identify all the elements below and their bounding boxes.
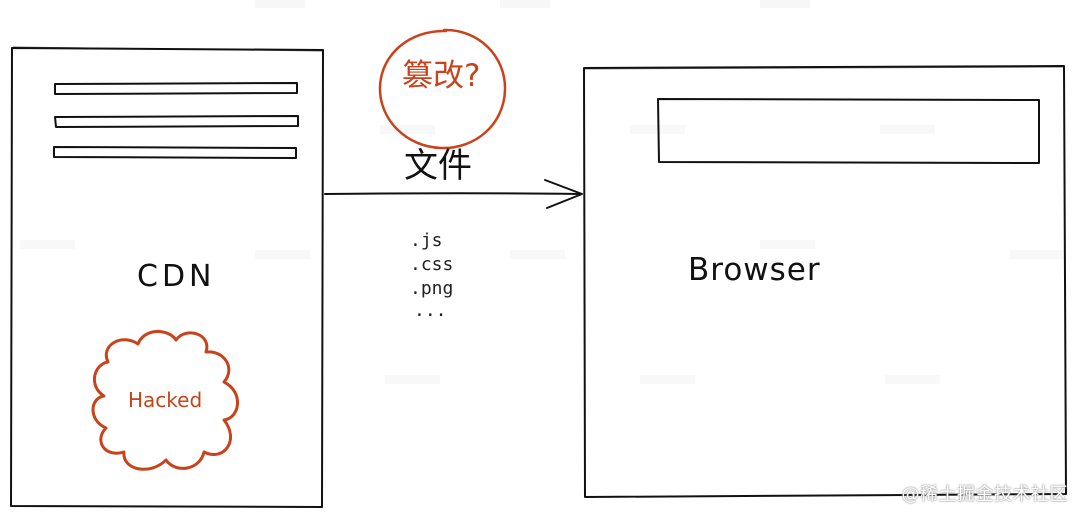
file-label: 文件: [404, 146, 472, 186]
file-type-png: .png: [410, 278, 453, 299]
tamper-label: 篡改?: [402, 58, 480, 94]
file-type-css: .css: [410, 254, 453, 275]
background-watermarks: [20, 0, 1065, 384]
browser-window: Browser: [583, 65, 1067, 498]
cdn-rack-slot-3: [53, 146, 297, 159]
cdn-rack-slot-1: [54, 82, 298, 95]
browser-label: Browser: [688, 252, 821, 288]
file-types-list: .js .css .png ...: [410, 230, 453, 321]
cdn-server: CDN Hacked: [10, 46, 324, 508]
browser-address-bar: [657, 98, 1040, 164]
file-type-js: .js: [410, 230, 443, 251]
browser-box-outline: [583, 65, 1067, 498]
transfer-arrow: [324, 179, 583, 209]
hacked-label: Hacked: [128, 388, 202, 412]
arrow-shaft: [324, 192, 581, 195]
file-type-ellipsis: ...: [414, 300, 447, 321]
tamper-circle: [378, 28, 507, 150]
tamper-badge: 篡改?: [378, 28, 507, 150]
hacked-cloud: [91, 330, 239, 471]
cdn-rack-slot-2: [54, 115, 299, 128]
arrow-head-icon: [544, 179, 583, 209]
cdn-label: CDN: [137, 259, 216, 294]
site-watermark: @稀土掘金技术社区: [901, 484, 1068, 505]
